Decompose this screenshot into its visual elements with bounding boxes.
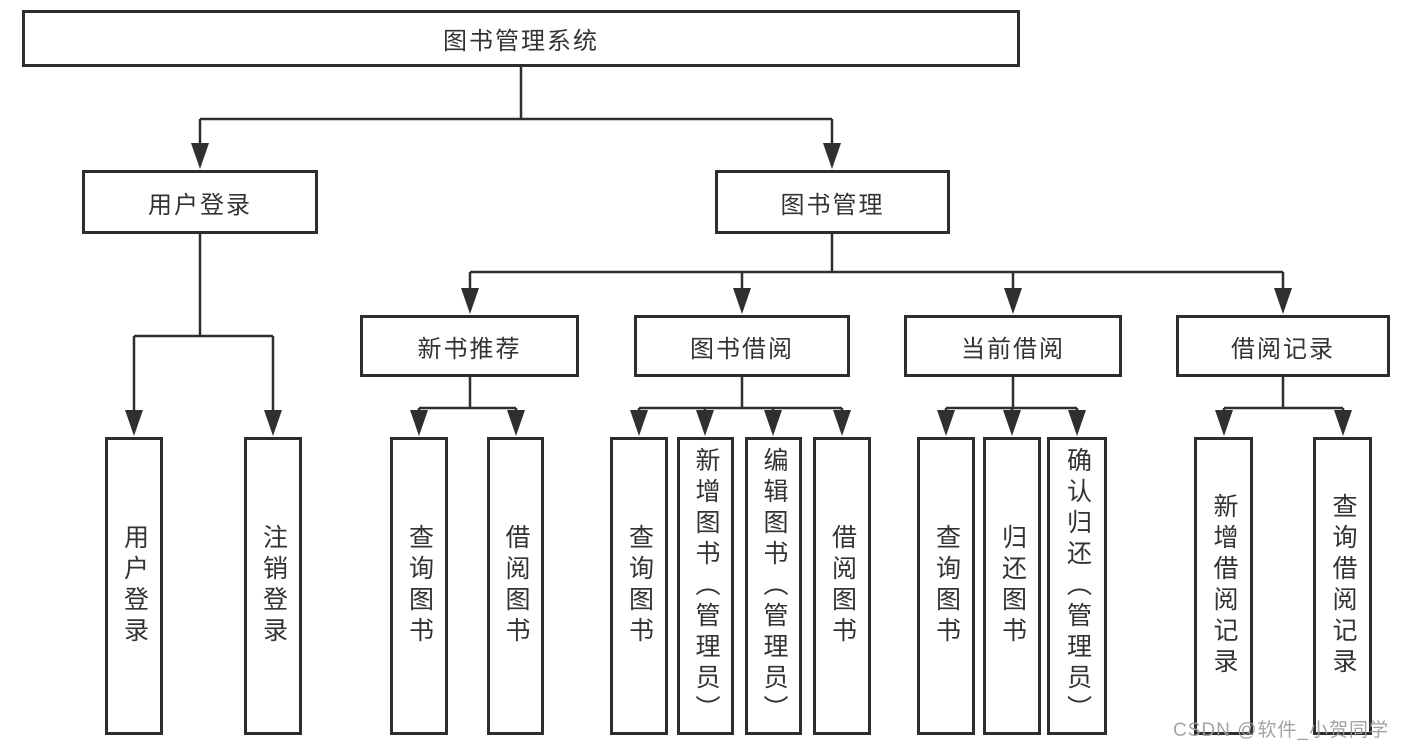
node-new-book-recommend: 新书推荐 <box>360 315 579 377</box>
leaf-borrow-books-label: 借阅图书 <box>828 524 857 648</box>
leaf-borrow-books-recommend: 借阅图书 <box>487 437 544 735</box>
leaf-borrow-books-recommend-label: 借阅图书 <box>502 524 530 648</box>
leaf-user-login-label: 用户登录 <box>120 524 149 648</box>
leaf-add-books-admin-label: 新增图书（管理员） <box>692 446 720 726</box>
leaf-return-books: 归还图书 <box>983 437 1041 735</box>
node-borrow-records: 借阅记录 <box>1176 315 1390 377</box>
leaf-logout: 注销登录 <box>244 437 302 735</box>
leaf-confirm-return-admin: 确认归还（管理员） <box>1047 437 1107 735</box>
node-book-management-label: 图书管理 <box>780 191 885 219</box>
node-root-system: 图书管理系统 <box>22 10 1020 67</box>
leaf-add-books-admin: 新增图书（管理员） <box>677 437 734 735</box>
node-current-borrowing: 当前借阅 <box>904 315 1122 377</box>
leaf-query-books-recommend-label: 查询图书 <box>405 524 434 648</box>
csdn-watermark: CSDN @软件_小贺同学 <box>1173 720 1389 741</box>
leaf-return-books-label: 归还图书 <box>998 524 1027 648</box>
leaf-add-borrow-record: 新增借阅记录 <box>1194 437 1253 735</box>
node-user-login: 用户登录 <box>82 170 318 234</box>
leaf-query-books-borrowing: 查询图书 <box>610 437 668 735</box>
node-current-borrowing-label: 当前借阅 <box>961 335 1065 363</box>
node-borrow-records-label: 借阅记录 <box>1231 335 1335 363</box>
leaf-query-books-recommend: 查询图书 <box>390 437 448 735</box>
node-root-label: 图书管理系统 <box>443 28 599 55</box>
leaf-query-borrow-record: 查询借阅记录 <box>1313 437 1372 735</box>
leaf-user-login: 用户登录 <box>105 437 163 735</box>
leaf-edit-books-admin-label: 编辑图书（管理员） <box>760 446 788 726</box>
leaf-query-books-borrowing-label: 查询图书 <box>625 524 654 648</box>
leaf-logout-label: 注销登录 <box>259 524 288 648</box>
node-book-management: 图书管理 <box>715 170 950 234</box>
node-user-login-label: 用户登录 <box>148 191 252 219</box>
leaf-borrow-books: 借阅图书 <box>813 437 871 735</box>
leaf-query-borrow-record-label: 查询借阅记录 <box>1329 493 1357 679</box>
leaf-confirm-return-admin-label: 确认归还（管理员） <box>1063 446 1092 726</box>
leaf-add-borrow-record-label: 新增借阅记录 <box>1210 493 1238 679</box>
node-new-book-recommend-label: 新书推荐 <box>417 335 522 363</box>
leaf-query-books-current: 查询图书 <box>917 437 975 735</box>
node-book-borrowing-label: 图书借阅 <box>690 335 794 363</box>
node-book-borrowing: 图书借阅 <box>634 315 850 377</box>
leaf-query-books-current-label: 查询图书 <box>932 524 961 648</box>
leaf-edit-books-admin: 编辑图书（管理员） <box>745 437 802 735</box>
